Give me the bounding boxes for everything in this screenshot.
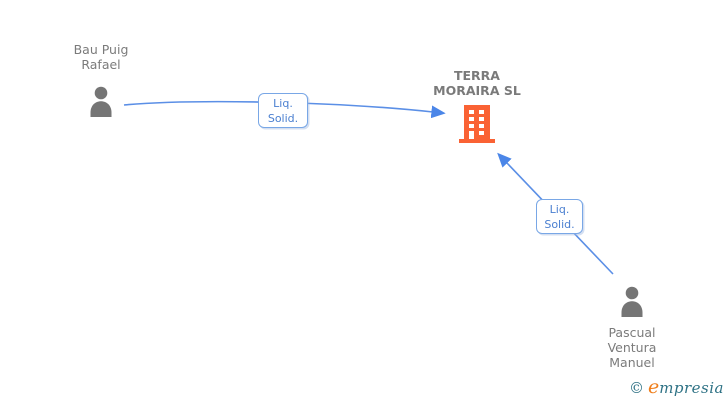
building-icon <box>459 105 495 147</box>
company-name: TERRA MORAIRA SL <box>433 68 521 98</box>
person-name: Bau Puig Rafael <box>74 42 129 72</box>
brand-name: mpresia <box>659 379 724 397</box>
company-name-line: TERRA <box>453 68 500 83</box>
person-name-line: Pascual <box>608 325 656 340</box>
person-icon <box>618 286 646 317</box>
person-name-line: Rafael <box>81 57 121 72</box>
person-name-line: Manuel <box>609 355 655 370</box>
node-company-terra-moraira-sl[interactable]: TERRA MORAIRA SL <box>414 68 540 147</box>
person-name: Pascual Ventura Manuel <box>608 325 657 370</box>
brand-initial: e <box>647 376 660 398</box>
edge-label-liq-solid: Liq. Solid. <box>258 93 308 128</box>
edge-label-line: Liq. <box>549 202 570 216</box>
company-name-line: MORAIRA SL <box>433 83 521 98</box>
edge-label-line: Solid. <box>267 111 299 125</box>
node-person-pascual-ventura-manuel[interactable]: Pascual Ventura Manuel <box>585 286 679 370</box>
edge-label-line: Solid. <box>544 217 575 231</box>
edge-label-liq-solid: Liq. Solid. <box>536 199 583 234</box>
copyright-icon: © <box>628 379 644 397</box>
person-name-line: Bau Puig <box>73 42 129 57</box>
empresia-logo: © e mpresia <box>628 376 724 398</box>
edge-label-line: Liq. <box>273 96 293 110</box>
person-icon <box>87 86 115 117</box>
person-name-line: Ventura <box>607 340 657 355</box>
node-person-bau-puig-rafael[interactable]: Bau Puig Rafael <box>55 42 147 117</box>
